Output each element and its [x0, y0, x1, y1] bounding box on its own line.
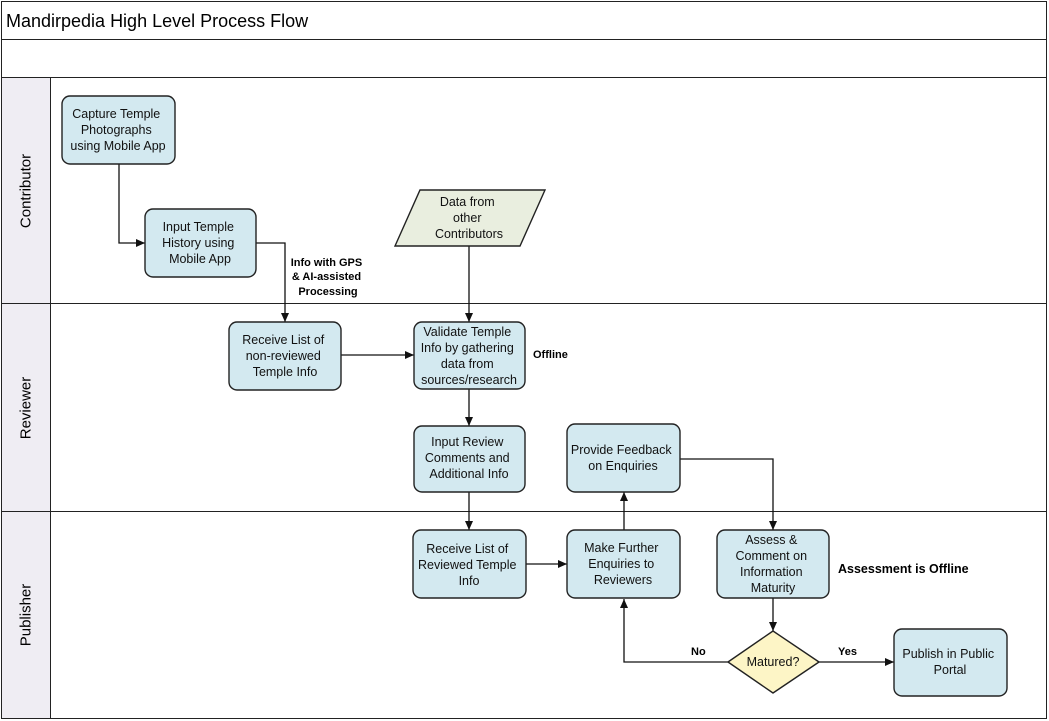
svg-text:Receive List of non-revi: Receive List of non-reviewed Temple Info [242, 333, 327, 379]
page-title: Mandirpedia High Level Process Flow [6, 11, 309, 31]
node-publish: Publish in Public Portal [893, 628, 1008, 697]
svg-text:Make Further Enquiries t: Make Further Enquiries to Reviewers [584, 541, 662, 587]
svg-text:Capture Temple Photograp: Capture Temple Photographs using Mobile … [70, 107, 165, 153]
node-capture: Capture Temple Photographs using Mobile … [61, 95, 176, 165]
svg-text:Data from other Co: Data from other Contributors [435, 195, 503, 241]
edge-capture-to-history [118, 164, 145, 247]
svg-text:Publish in Public Portal: Publish in Public Portal [902, 647, 997, 677]
label-no: No [691, 646, 706, 658]
svg-text:Matured?: Matured? [747, 655, 800, 669]
edge-matured-no [620, 599, 728, 663]
note-assessment-offline: Assessment is Offline [838, 562, 969, 576]
edge-history-to-receive [256, 242, 289, 322]
lane-header-publisher: Publisher [2, 512, 51, 718]
node-input-history: Input Temple History using Mobile App [144, 208, 257, 278]
node-receive-nonreviewed: Receive List of non-reviewed Temple Info [228, 321, 342, 391]
node-matured-decision: Matured? [727, 630, 820, 694]
node-provide-feedback: Provide Feedback on Enquiries [566, 423, 681, 493]
svg-text:Provide Feedback on Enqu: Provide Feedback on Enquiries [571, 443, 675, 473]
svg-text:Receive List of Reviewed: Receive List of Reviewed Temple Info [418, 542, 520, 588]
svg-text:Assess & Comment on: Assess & Comment on Information Maturity [735, 533, 810, 595]
node-validate: Validate Temple Info by gathering data f… [413, 321, 526, 390]
connectors [118, 164, 894, 666]
svg-text:Input Review Comments an: Input Review Comments and Additional Inf… [425, 435, 513, 481]
edge-feedback-to-assess [680, 458, 777, 530]
node-assess: Assess & Comment on Information Maturity [716, 529, 830, 599]
node-receive-reviewed: Receive List of Reviewed Temple Info [412, 529, 527, 599]
node-data-other: Data from other Contributors [393, 189, 547, 247]
note-gps: Info with GPS & AI-assisted Processing [291, 257, 366, 298]
note-offline: Offline [533, 349, 568, 361]
lane-header-contributor: Contributor [2, 78, 51, 303]
lane-header-reviewer: Reviewer [2, 304, 51, 511]
label-yes: Yes [838, 646, 857, 658]
svg-text:Validate Temple Info by: Validate Temple Info by gathering data f… [421, 325, 518, 387]
svg-text:Input Temple History usi: Input Temple History using Mobile App [162, 220, 238, 266]
node-input-review: Input Review Comments and Additional Inf… [413, 425, 526, 493]
node-further-enquiries: Make Further Enquiries to Reviewers [566, 529, 681, 599]
